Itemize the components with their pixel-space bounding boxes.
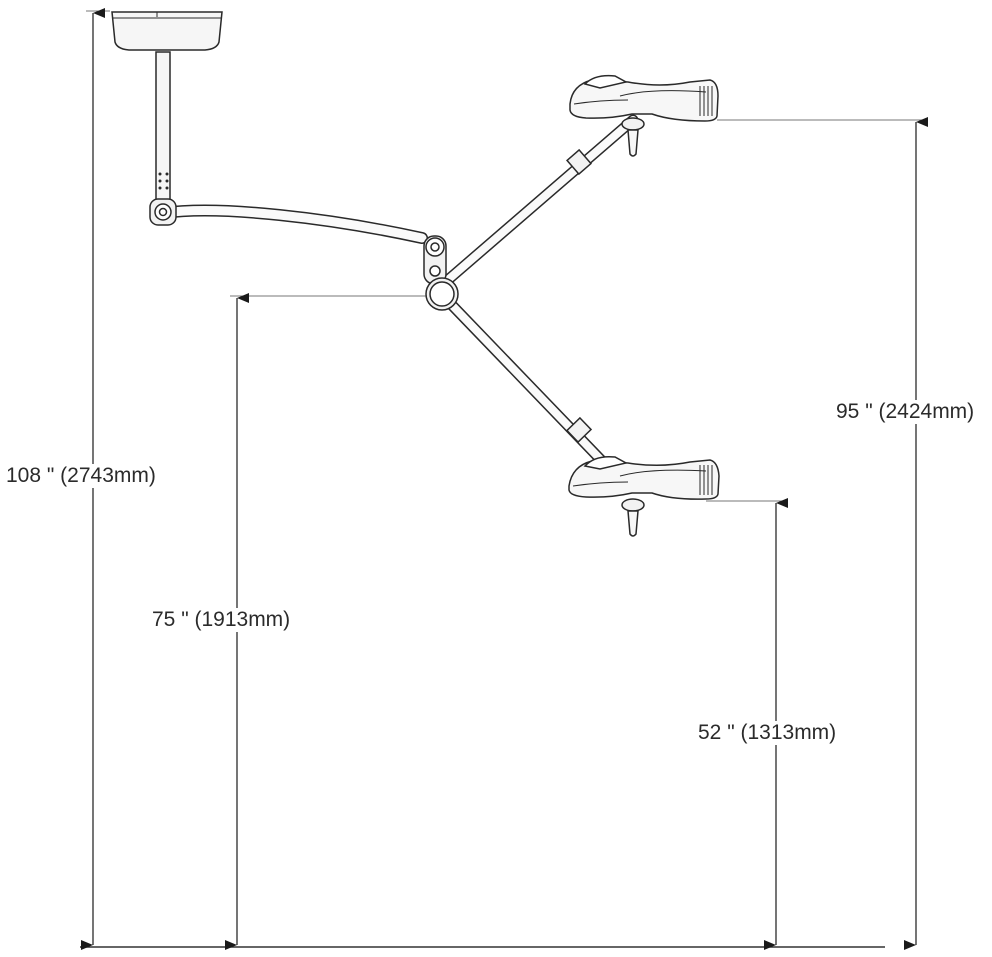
lower-arm-coupling bbox=[565, 416, 593, 444]
ceiling-canopy bbox=[111, 11, 223, 51]
extension-lines bbox=[86, 10, 923, 502]
hub-height-label: 75 " (1913mm) bbox=[150, 608, 293, 632]
lower-head-height-label: 52 " (1313mm) bbox=[696, 721, 839, 745]
upper-spring-arm bbox=[436, 114, 639, 291]
arm-joint-left bbox=[149, 198, 177, 226]
total-height-label: 108 " (2743mm) bbox=[4, 464, 158, 488]
upper-head-height-label: 95 " (2424mm) bbox=[834, 400, 977, 424]
upper-light-head bbox=[569, 74, 719, 157]
lower-light-head bbox=[568, 455, 720, 537]
drop-pole bbox=[155, 51, 171, 201]
lower-spring-arm bbox=[441, 294, 634, 494]
central-hub bbox=[423, 235, 459, 311]
upper-head-vent bbox=[699, 86, 713, 116]
upper-arm-coupling bbox=[565, 148, 593, 176]
lower-head-vent bbox=[699, 465, 713, 495]
extension-arm bbox=[158, 204, 428, 244]
